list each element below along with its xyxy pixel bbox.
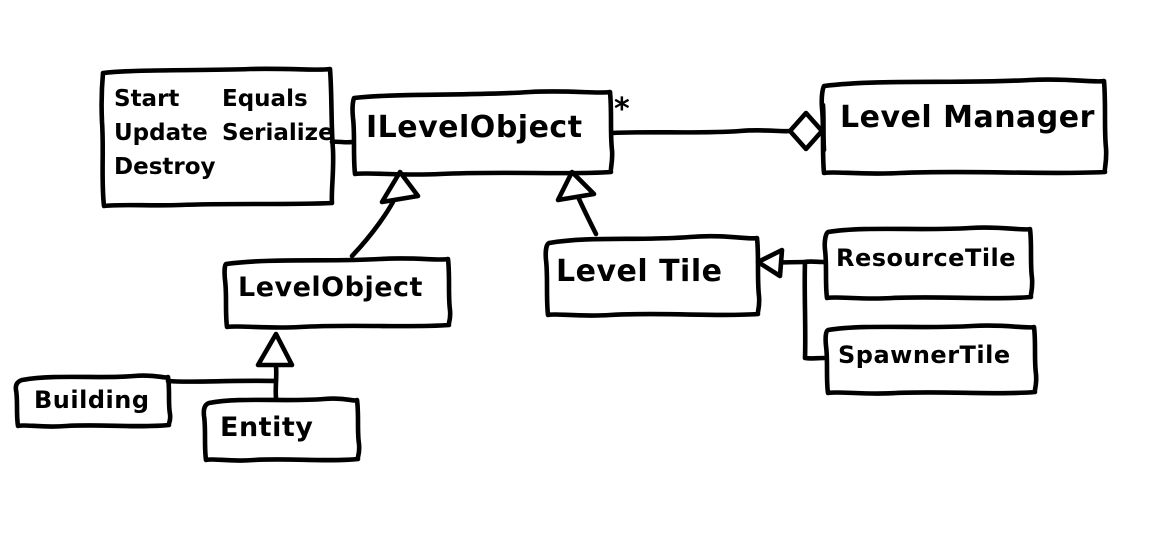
methods-column-1: Start Update Destroy [114,82,216,184]
methods-link-line [329,139,355,145]
method-equals: Equals [222,86,308,112]
aggregation-diamond [787,110,825,152]
spawnertile-box-outline [823,323,1039,396]
tiles-generalization-arrowhead [755,247,785,279]
multiplicity-star: * [614,92,630,127]
leveltile-generalization-arrowhead [555,169,597,203]
subclass-generalization-arrowhead [255,331,295,368]
leveltile-box-outline [543,233,762,318]
building-box-outline [13,373,173,429]
aggregation-endpoint-tick [820,102,827,153]
levelobject-generalization-arrowhead [379,169,421,205]
method-serialize: Serialize [222,120,334,146]
method-update: Update [114,120,208,146]
levelobject-box-outline [222,256,453,330]
methods-column-2: Equals Serialize [222,82,334,150]
aggregation-line [609,127,793,136]
ilevelobject-box-outline [350,89,615,177]
resourcetile-box-outline [822,225,1035,301]
entity-box-outline [201,396,362,463]
subclass-generalization-branch [165,378,279,385]
methods-box-outline [99,66,336,209]
method-start: Start [114,86,180,112]
levelmanager-box-outline [819,77,1109,176]
tiles-generalization-line [802,259,827,361]
method-destroy: Destroy [114,154,216,180]
